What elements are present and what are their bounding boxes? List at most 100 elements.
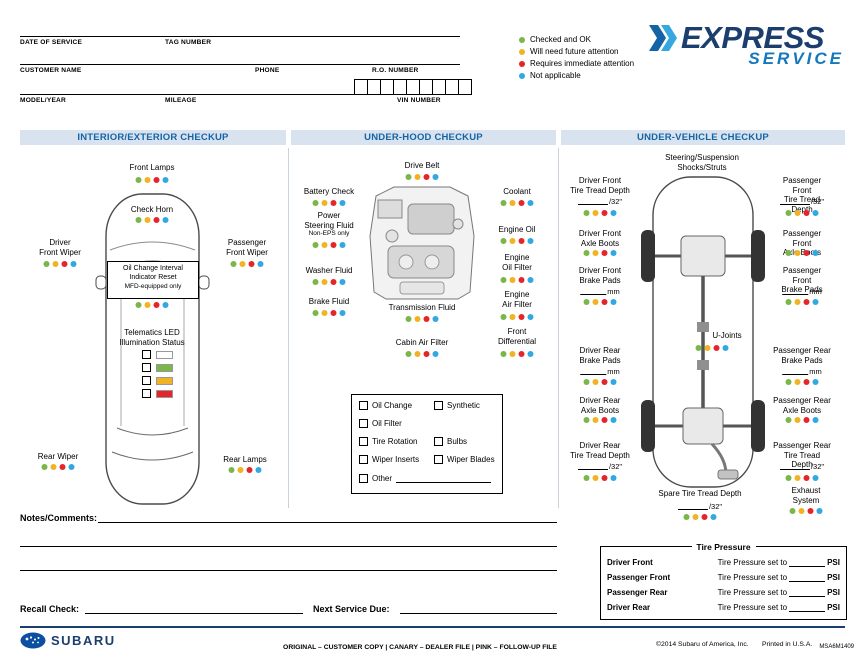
status-dot-checked-ok[interactable] [583,475,590,481]
status-dot-checked-ok[interactable] [405,316,412,322]
status-dot-immediate-attention[interactable] [601,475,608,481]
status-dot-future-attention[interactable] [794,417,801,423]
oil-change-checkbox[interactable] [359,401,368,410]
status-dot-not-applicable[interactable] [527,314,534,320]
status-dot-not-applicable[interactable] [339,279,346,285]
status-dot-immediate-attention[interactable] [803,475,810,481]
status-dot-not-applicable[interactable] [610,299,617,305]
status-dot-not-applicable[interactable] [812,475,819,481]
status-dot-checked-ok[interactable] [41,464,48,470]
status-dot-checked-ok[interactable] [312,200,319,206]
status-dot-not-applicable[interactable] [812,299,819,305]
status-dot-immediate-attention[interactable] [153,217,160,223]
status-dot-immediate-attention[interactable] [601,210,608,216]
status-dot-checked-ok[interactable] [583,250,590,256]
status-dot-future-attention[interactable] [509,277,516,283]
status-dot-future-attention[interactable] [509,238,516,244]
status-dot-not-applicable[interactable] [610,210,617,216]
status-dot-checked-ok[interactable] [312,279,319,285]
status-dot-not-applicable[interactable] [162,177,169,183]
status-dot-checked-ok[interactable] [312,310,319,316]
status-dot-checked-ok[interactable] [405,174,412,180]
ro-number-box[interactable] [458,79,472,95]
tp-psi-blank[interactable] [789,602,826,612]
status-dot-immediate-attention[interactable] [803,210,810,216]
status-dot-future-attention[interactable] [592,299,599,305]
recall-check-line[interactable] [85,613,303,614]
status-dot-immediate-attention[interactable] [518,277,525,283]
status-dot-immediate-attention[interactable] [59,464,66,470]
status-dot-immediate-attention[interactable] [601,379,608,385]
status-dot-not-applicable[interactable] [70,261,77,267]
status-dot-checked-ok[interactable] [695,345,702,351]
driver-front-tread-blank[interactable] [577,195,608,205]
status-dot-immediate-attention[interactable] [601,250,608,256]
notes-line-3[interactable] [20,570,557,571]
status-dot-immediate-attention[interactable] [701,514,708,520]
telematics-checkbox[interactable] [142,376,151,385]
status-dot-immediate-attention[interactable] [803,250,810,256]
status-dot-future-attention[interactable] [52,261,59,267]
status-dot-checked-ok[interactable] [583,210,590,216]
passenger-front-tread-blank[interactable] [779,195,810,205]
notes-line-2[interactable] [20,546,557,547]
status-dot-immediate-attention[interactable] [330,310,337,316]
tp-psi-blank[interactable] [789,557,826,567]
status-dot-immediate-attention[interactable] [423,316,430,322]
wiper-blades-checkbox[interactable] [434,455,443,464]
ro-number-box[interactable] [367,79,381,95]
status-dot-checked-ok[interactable] [228,467,235,473]
status-dot-immediate-attention[interactable] [153,177,160,183]
status-dot-immediate-attention[interactable] [803,379,810,385]
status-dot-checked-ok[interactable] [785,475,792,481]
status-dot-immediate-attention[interactable] [518,314,525,320]
status-dot-not-applicable[interactable] [432,174,439,180]
status-dot-checked-ok[interactable] [683,514,690,520]
status-dot-not-applicable[interactable] [812,210,819,216]
other-fill-blank[interactable] [396,473,492,483]
status-dot-not-applicable[interactable] [816,508,823,514]
status-dot-checked-ok[interactable] [500,351,507,357]
status-dot-future-attention[interactable] [692,514,699,520]
wiper-inserts-checkbox[interactable] [359,455,368,464]
ro-number-box[interactable] [354,79,368,95]
status-dot-checked-ok[interactable] [785,379,792,385]
ro-number-box[interactable] [380,79,394,95]
status-dot-future-attention[interactable] [592,417,599,423]
status-dot-checked-ok[interactable] [500,200,507,206]
status-dot-future-attention[interactable] [414,351,421,357]
status-dot-future-attention[interactable] [321,200,328,206]
status-dot-checked-ok[interactable] [405,351,412,357]
status-dot-not-applicable[interactable] [432,316,439,322]
status-dot-not-applicable[interactable] [257,261,264,267]
status-dot-future-attention[interactable] [321,242,328,248]
ro-number-box[interactable] [419,79,433,95]
status-dot-not-applicable[interactable] [722,345,729,351]
passenger-front-brake-blank[interactable] [782,285,809,295]
status-dot-future-attention[interactable] [321,279,328,285]
oil-filter-checkbox[interactable] [359,419,368,428]
driver-front-brake-blank[interactable] [580,285,607,295]
status-dot-not-applicable[interactable] [339,310,346,316]
status-dot-future-attention[interactable] [794,475,801,481]
status-dot-not-applicable[interactable] [162,302,169,308]
status-dot-not-applicable[interactable] [255,467,262,473]
status-dot-not-applicable[interactable] [339,200,346,206]
other-checkbox[interactable] [359,473,368,483]
spare-tread-blank[interactable] [677,500,708,510]
status-dot-immediate-attention[interactable] [518,238,525,244]
status-dot-future-attention[interactable] [592,379,599,385]
status-dot-immediate-attention[interactable] [153,302,160,308]
status-dot-not-applicable[interactable] [527,277,534,283]
bulbs-checkbox[interactable] [434,437,443,446]
status-dot-checked-ok[interactable] [500,238,507,244]
status-dot-immediate-attention[interactable] [807,508,814,514]
status-dot-checked-ok[interactable] [135,302,142,308]
passenger-rear-tread-blank[interactable] [779,460,810,470]
status-dot-immediate-attention[interactable] [248,261,255,267]
status-dot-checked-ok[interactable] [135,177,142,183]
status-dot-not-applicable[interactable] [68,464,75,470]
status-dot-not-applicable[interactable] [339,242,346,248]
status-dot-immediate-attention[interactable] [330,242,337,248]
status-dot-future-attention[interactable] [794,250,801,256]
